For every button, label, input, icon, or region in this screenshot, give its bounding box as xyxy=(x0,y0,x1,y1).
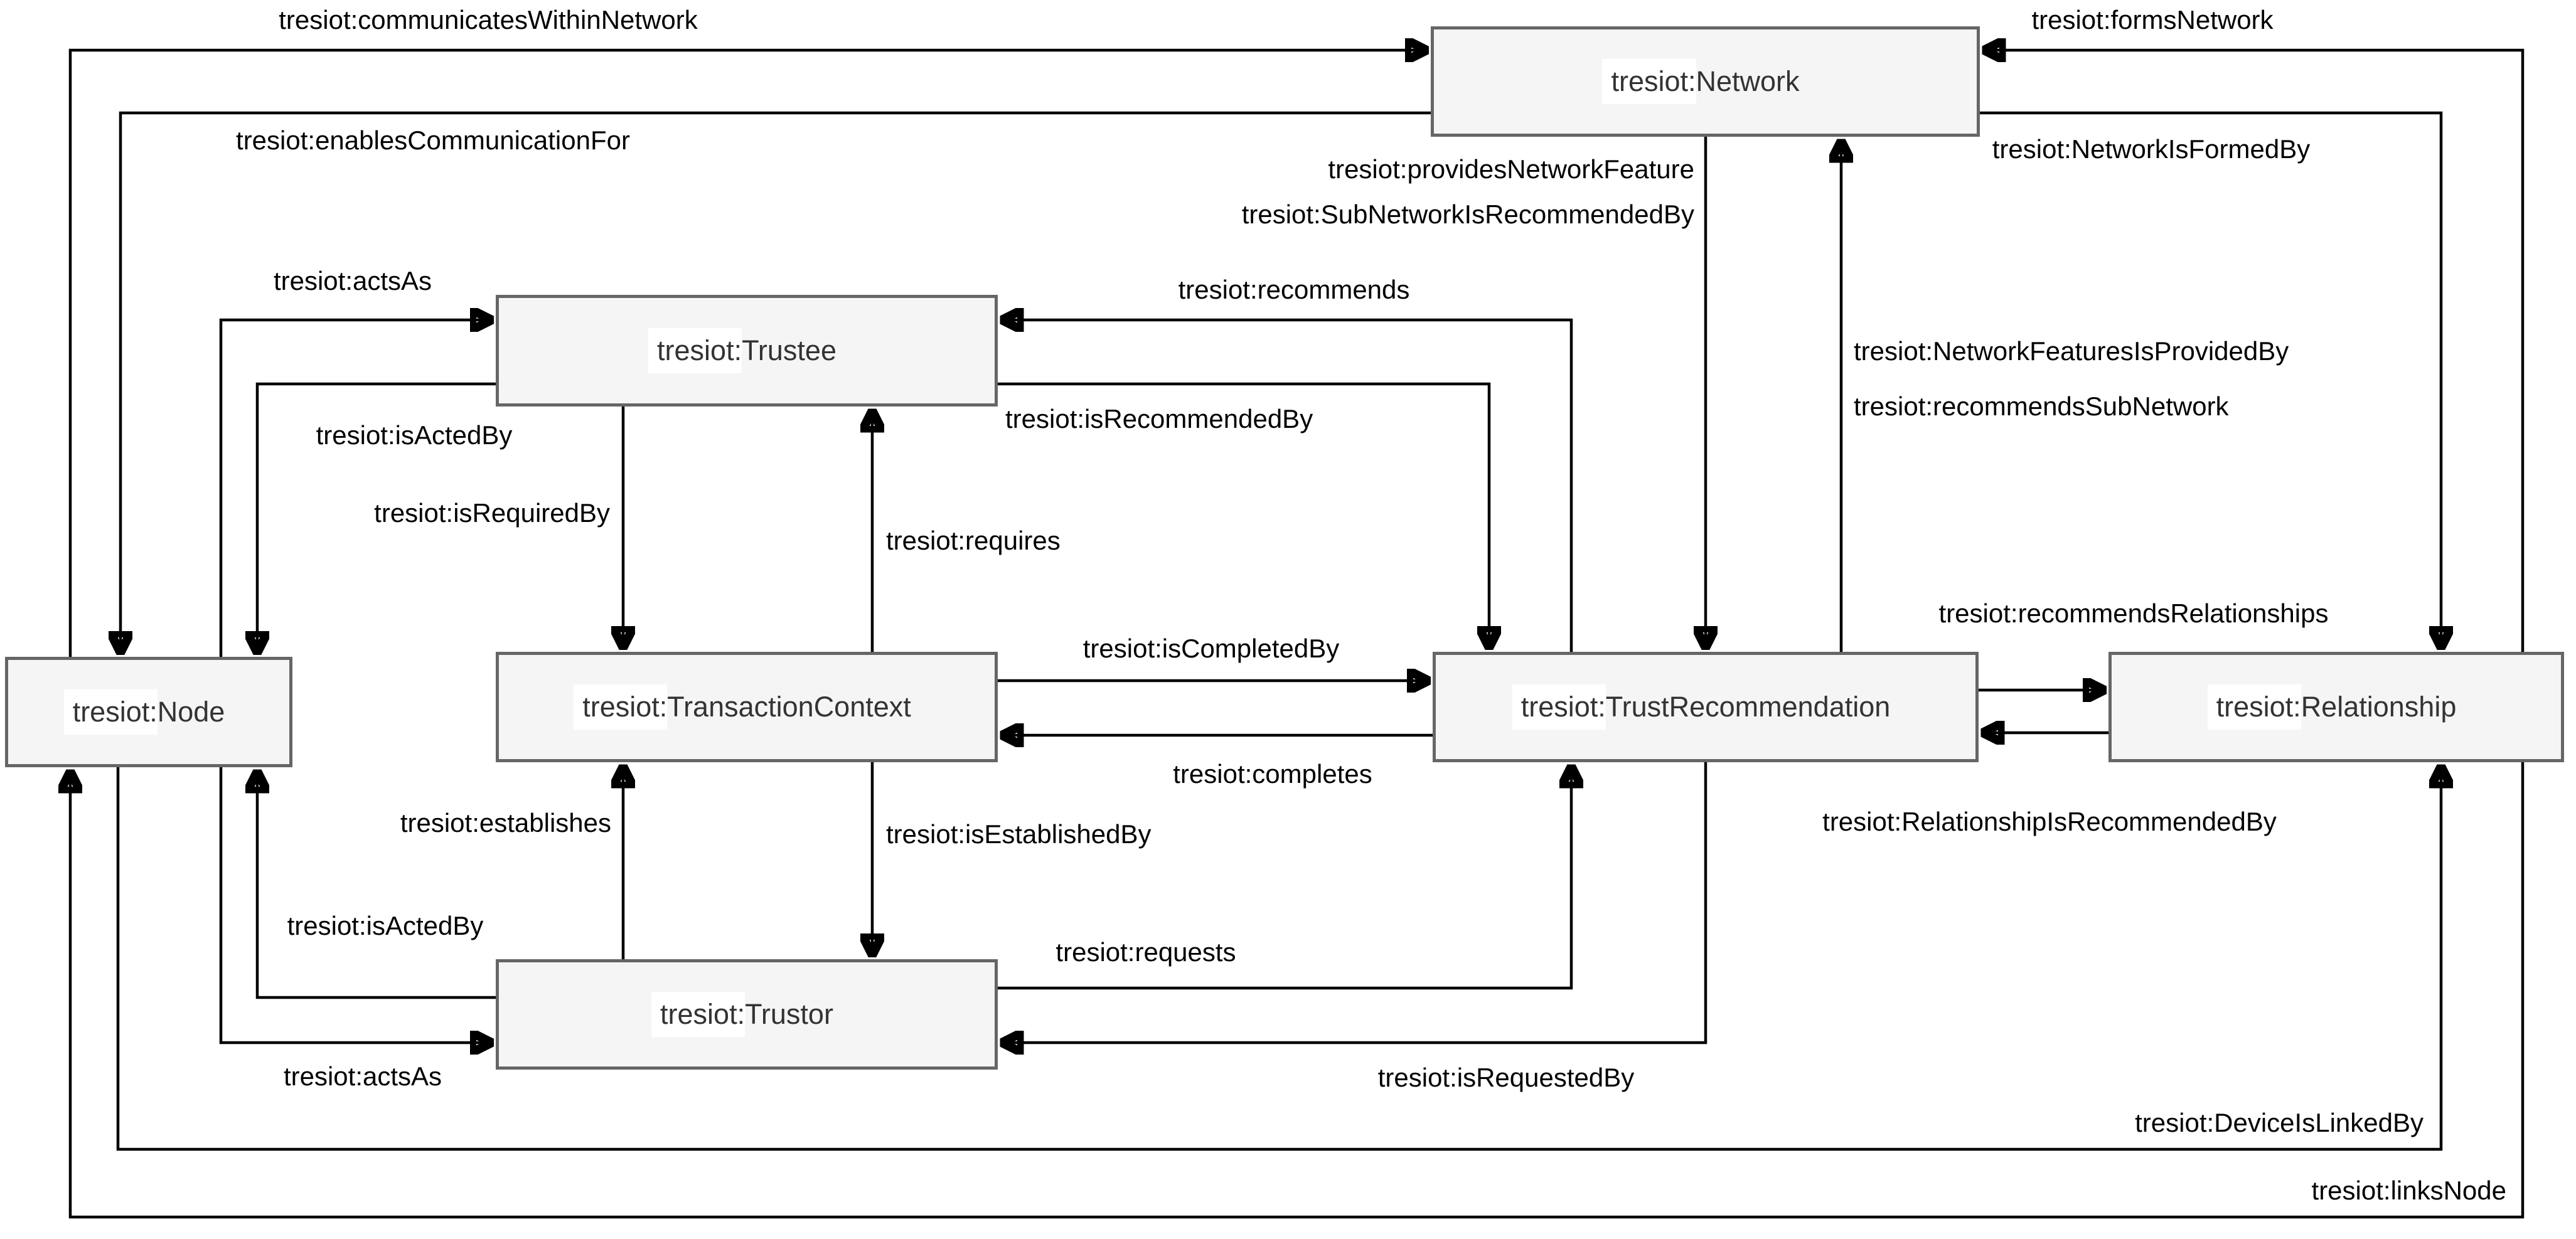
class-box-trustor: tresiot:Trustor xyxy=(496,959,998,1070)
edge-is-acted-by-trustor xyxy=(257,772,496,999)
edge-label-communicates-within-network: tresiot:communicatesWithinNetwork xyxy=(279,5,698,35)
class-name: Node xyxy=(157,696,225,728)
edge-device-is-linked-by xyxy=(116,767,2441,1151)
class-name: Trustee xyxy=(742,334,836,366)
class-name: TrustRecommendation xyxy=(1605,691,1891,723)
edge-label-device-is-linked-by: tresiot:DeviceIsLinkedBy xyxy=(2135,1108,2424,1137)
class-name: TransactionContext xyxy=(667,691,911,723)
edge-label-is-completed-by: tresiot:isCompletedBy xyxy=(1082,634,1340,663)
edge-label-requires: tresiot:requires xyxy=(886,526,1061,555)
edge-is-recommended-by xyxy=(998,382,1489,647)
edge-label-forms-network: tresiot:formsNetwork xyxy=(2031,5,2274,35)
class-prefix: tresiot: xyxy=(1602,59,1696,104)
class-prefix: tresiot: xyxy=(2207,684,2301,730)
edge-label-relationship-is-recommended-by: tresiot:RelationshipIsRecommendedBy xyxy=(1822,807,2277,836)
class-name: Relationship xyxy=(2301,691,2457,723)
class-name: Network xyxy=(1696,65,1800,97)
edge-label-requests: tresiot:requests xyxy=(1056,937,1236,967)
edge-label-links-node: tresiot:linksNode xyxy=(2311,1176,2506,1205)
edge-acts-as-trustee xyxy=(219,320,491,657)
class-prefix: tresiot: xyxy=(648,328,742,373)
class-prefix: tresiot: xyxy=(651,992,746,1037)
edge-label-is-recommended-by: tresiot:isRecommendedBy xyxy=(1005,404,1313,433)
edge-label-is-acted-by-trustor: tresiot:isActedBy xyxy=(287,911,484,940)
edge-requests xyxy=(998,767,1571,990)
class-box-transaction-context: tresiot:TransactionContext xyxy=(496,652,998,762)
edge-recommends xyxy=(1003,320,1573,652)
edge-label-acts-as-trustor: tresiot:actsAs xyxy=(283,1061,442,1091)
class-prefix: tresiot: xyxy=(63,689,158,735)
class-box-node: tresiot:Node xyxy=(5,657,292,767)
edge-label-is-acted-by-trustee: tresiot:isActedBy xyxy=(316,420,513,450)
edge-label-enables-communication-for: tresiot:enablesCommunicationFor xyxy=(236,125,630,155)
edge-label-completes: tresiot:completes xyxy=(1173,759,1372,789)
edge-label-provides-network-feature: tresiot:providesNetworkFeature xyxy=(1328,154,1694,184)
edge-enables-communication-for xyxy=(120,111,1431,652)
edge-label-recommends-subnetwork: tresiot:recommendsSubNetwork xyxy=(1854,391,2229,421)
edge-label-acts-as-trustee: tresiot:actsAs xyxy=(273,266,432,295)
edge-network-is-formed-by xyxy=(1980,111,2441,647)
class-box-network: tresiot:Network xyxy=(1431,26,1980,137)
edge-label-subnetwork-is-recommended-by: tresiot:SubNetworkIsRecommendedBy xyxy=(1241,199,1694,229)
edge-label-establishes: tresiot:establishes xyxy=(400,808,611,838)
class-prefix: tresiot: xyxy=(574,684,668,730)
class-box-trust-recommendation: tresiot:TrustRecommendation xyxy=(1433,652,1979,762)
edge-is-requested-by xyxy=(1003,762,1708,1043)
edge-label-recommends: tresiot:recommends xyxy=(1178,275,1410,304)
edge-label-recommends-relationships: tresiot:recommendsRelationships xyxy=(1938,598,2329,628)
edge-acts-as-trustor xyxy=(219,767,491,1043)
class-prefix: tresiot: xyxy=(1512,684,1606,730)
class-name: Trustor xyxy=(745,998,833,1030)
edge-label-is-requested-by: tresiot:isRequestedBy xyxy=(1377,1063,1635,1092)
edge-forms-network xyxy=(1985,50,2525,652)
class-box-trustee: tresiot:Trustee xyxy=(496,295,998,407)
edge-label-network-is-formed-by: tresiot:NetworkIsFormedBy xyxy=(1992,134,2311,164)
edge-label-network-features-is-provided-by: tresiot:NetworkFeaturesIsProvidedBy xyxy=(1854,336,2289,366)
edge-links-node xyxy=(70,762,2525,1219)
edge-label-is-established-by: tresiot:isEstablishedBy xyxy=(886,819,1152,849)
class-box-relationship: tresiot:Relationship xyxy=(2108,652,2564,762)
edge-label-is-required-by: tresiot:isRequiredBy xyxy=(374,498,610,528)
edge-communicates-within-network xyxy=(68,50,1426,657)
edge-is-acted-by-trustee xyxy=(257,382,496,652)
